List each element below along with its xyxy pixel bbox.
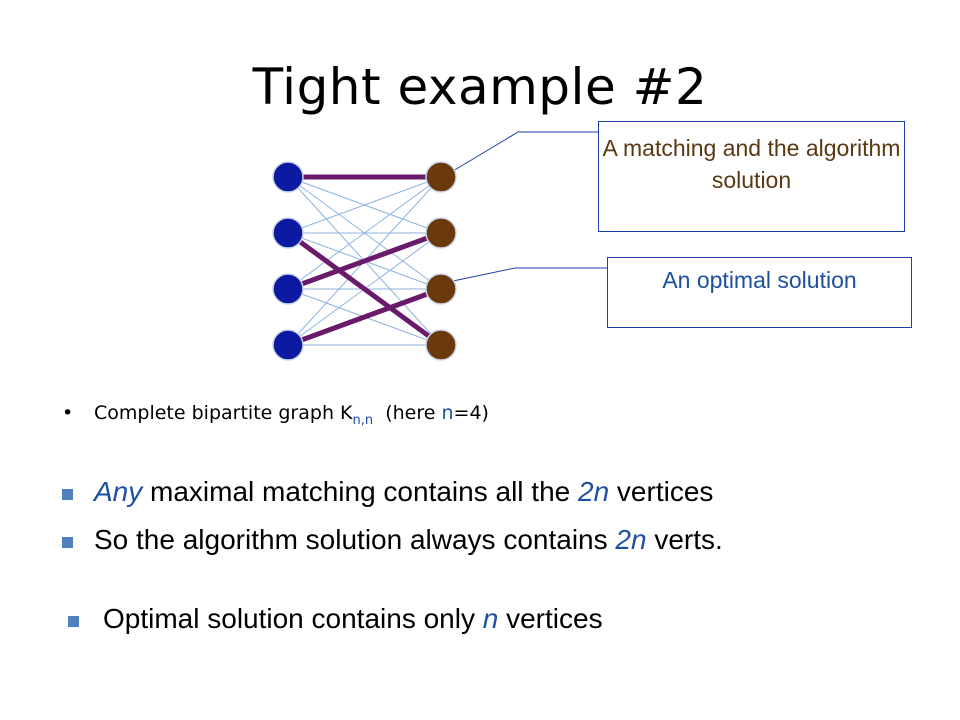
bullet-optimal-solution: Optimal solution contains only n vertice… bbox=[103, 603, 603, 635]
matching-edges bbox=[285, 174, 444, 348]
callout-line bbox=[452, 267, 607, 282]
bullet-2-end: vertices bbox=[609, 476, 714, 507]
right-vertex bbox=[425, 161, 457, 193]
bullet-4-end: vertices bbox=[498, 603, 603, 634]
bullet-4-n: n bbox=[482, 603, 499, 634]
left-vertex bbox=[272, 329, 304, 361]
left-vertex bbox=[272, 273, 304, 305]
edge bbox=[287, 176, 442, 234]
bullet-3-2n: 2n bbox=[615, 524, 647, 555]
bullet-square bbox=[62, 489, 73, 500]
slide-title: Tight example #2 bbox=[252, 58, 708, 116]
bullet-4-text: Optimal solution contains only bbox=[103, 603, 483, 634]
bullet-algorithm-solution: So the algorithm solution always contain… bbox=[94, 524, 723, 556]
bullet-1-mid: (here bbox=[373, 402, 442, 424]
bullet-1-subscript: n,n bbox=[352, 413, 374, 428]
callout-connectors bbox=[452, 131, 607, 282]
bullet-1-post: =4) bbox=[453, 402, 489, 424]
matching-edge bbox=[285, 230, 444, 348]
bullet-dot: • bbox=[62, 402, 74, 424]
right-vertex bbox=[425, 329, 457, 361]
bullet-1-n: n bbox=[441, 402, 454, 424]
right-vertex bbox=[425, 273, 457, 305]
matching-edge bbox=[285, 230, 444, 292]
callout-optimal: An optimal solution bbox=[607, 257, 912, 328]
left-vertex bbox=[272, 161, 304, 193]
bullet-3-end: verts. bbox=[646, 524, 723, 555]
matching-edge bbox=[285, 286, 444, 348]
bullet-2-text: maximal matching contains all the bbox=[142, 476, 578, 507]
bullet-any-maximal: Any maximal matching contains all the 2n… bbox=[94, 476, 713, 508]
edge bbox=[287, 176, 442, 290]
bullet-square bbox=[62, 537, 73, 548]
callout-matching: A matching and the algorithm solution bbox=[598, 121, 905, 232]
left-vertex bbox=[272, 217, 304, 249]
bullet-2-2n: 2n bbox=[578, 476, 610, 507]
graph-nodes bbox=[272, 161, 457, 361]
callout-line bbox=[452, 131, 598, 172]
right-vertex bbox=[425, 217, 457, 249]
bullet-2-any: Any bbox=[94, 476, 143, 507]
bullet-3-text: So the algorithm solution always contain… bbox=[94, 524, 616, 555]
bullet-1-text: Complete bipartite graph K bbox=[94, 402, 353, 424]
bullet-square bbox=[68, 616, 79, 627]
